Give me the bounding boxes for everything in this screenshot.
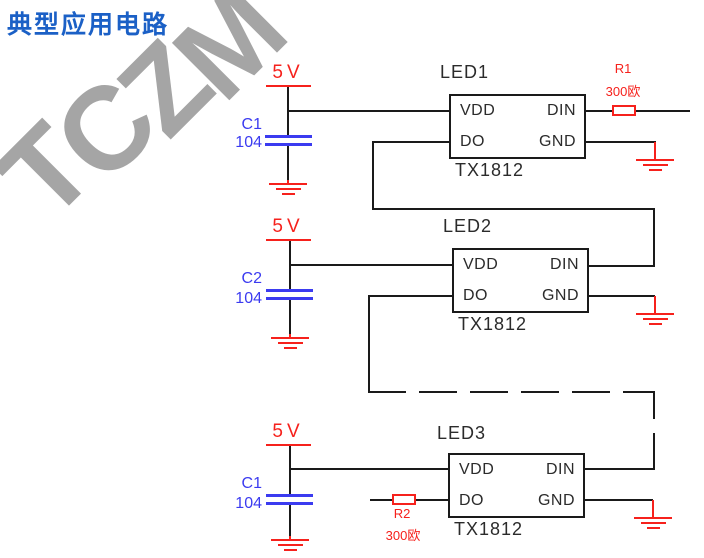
led3-capacitor-plate-top [266,494,313,497]
wire-do1-d [653,208,655,267]
led1-wire-vdd [287,110,449,112]
wire-do2-dashed-v [653,393,655,446]
led1-pin-gnd: GND [538,133,576,150]
led2-capacitor-plate-bottom [266,297,313,300]
led2-wire-vdd [289,264,452,266]
led3-resistor-icon [392,494,416,505]
page-title: 典型应用电路 [7,11,170,39]
led3-chip-name: TX1812 [454,519,524,539]
wire-do2-c [653,446,655,470]
led3-pin-vdd: VDD [459,461,495,478]
led2-chip-box: VDD DIN DO GND [452,248,589,313]
led3-title: LED3 [437,423,487,443]
led1-title: LED1 [440,62,490,82]
led1-resistor-value: 300欧 [605,84,641,99]
led3-supply-rail [266,444,311,446]
led1-cap-value: 104 [235,134,262,151]
led1-chip-box: VDD DIN DO GND [449,94,586,159]
led3-supply-label: 5V [272,421,304,442]
led1-wire-gnd [586,141,656,143]
led2-pin-gnd: GND [541,287,579,304]
led3-cap-ref: C1 [241,475,262,492]
led3-ground-right-icon [634,500,672,529]
watermark-letter: T [0,103,115,244]
wire-din3 [585,468,655,470]
led2-supply-label: 5V [272,216,304,237]
led1-wire-din [586,110,690,112]
wire-do2-a [368,295,452,297]
led1-cap-ref: C1 [241,116,262,133]
led3-pin-do: DO [459,492,484,509]
wire-din2 [589,265,655,267]
led1-ground-icon [269,180,307,195]
led3-wire-supply-down [289,446,291,494]
led2-cap-value: 104 [235,290,262,307]
led1-chip-name: TX1812 [455,160,525,180]
led1-capacitor-plate-top [265,135,312,138]
watermark-letter: M [149,0,308,125]
led3-pin-gnd: GND [537,492,575,509]
led3-wire-cap-gnd [289,505,291,538]
led1-ground-right-icon [636,142,674,171]
led1-resistor-icon [612,105,636,116]
led3-resistor-value: 300欧 [385,528,421,543]
led2-cap-ref: C2 [241,270,262,287]
led1-pin-din: DIN [546,102,576,119]
led2-pin-vdd: VDD [463,256,499,273]
led2-pin-din: DIN [549,256,579,273]
led3-wire-vdd [289,468,448,470]
led1-pin-do: DO [460,133,485,150]
watermark-letter: C [29,57,179,207]
watermark-letter: Z [93,20,234,161]
led2-ground-right-icon [636,296,674,325]
led2-pin-do: DO [463,287,488,304]
led3-resistor-ref: R2 [393,506,411,521]
wire-do2-b [368,295,370,393]
led1-pin-vdd: VDD [460,102,496,119]
led3-pin-din: DIN [545,461,575,478]
led1-capacitor-plate-bottom [265,143,312,146]
led2-wire-gnd [589,295,655,297]
led2-wire-cap-gnd [289,300,291,336]
led2-supply-rail [266,239,311,241]
led3-wire-gnd [585,499,653,501]
wire-do1-b [372,141,374,210]
led3-ground-icon [271,536,309,551]
led1-supply-rail [266,85,311,87]
led3-chip-box: VDD DIN DO GND [448,453,585,518]
led1-supply-label: 5V [272,62,304,83]
led2-title: LED2 [443,216,493,236]
led1-wire-cap-gnd [287,146,289,182]
led2-capacitor-plate-top [266,289,313,292]
wire-do1-a [372,141,449,143]
led3-capacitor-plate-bottom [266,502,313,505]
led3-cap-value: 104 [235,495,262,512]
led2-chip-name: TX1812 [458,314,528,334]
wire-do2-dashed-h [368,391,655,393]
wire-do1-c [372,208,655,210]
led1-resistor-ref: R1 [614,61,632,76]
led2-ground-icon [271,334,309,349]
